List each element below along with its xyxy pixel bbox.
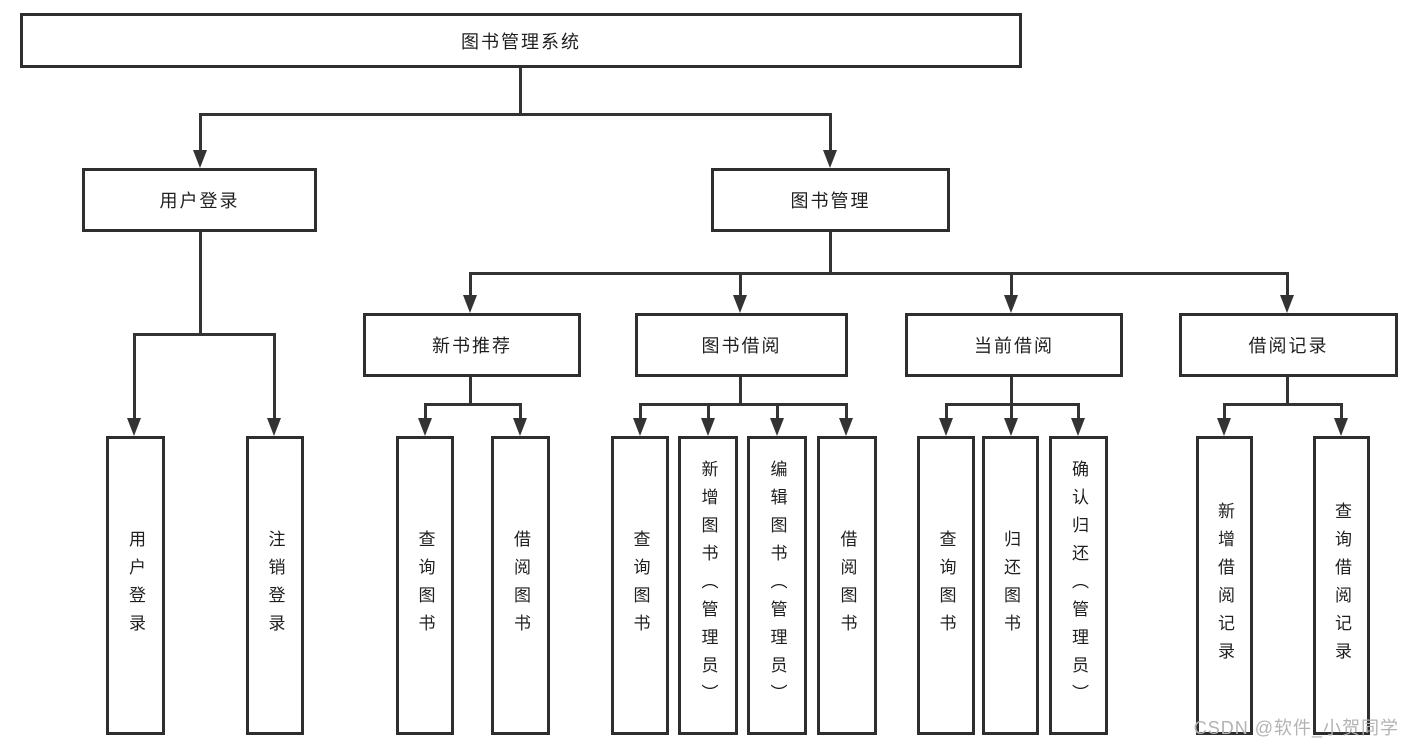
arrow-down-icon: [733, 295, 747, 313]
leaf-label: 查询图书: [936, 529, 956, 642]
arrow-down-icon: [1217, 418, 1231, 436]
leaf-borrow-books-recommend: 借阅图书: [491, 436, 550, 735]
connector-line: [1286, 377, 1289, 405]
arrow-down-icon: [418, 418, 432, 436]
connector-line: [1223, 403, 1342, 406]
leaf-label: 编辑图书（管理员）: [767, 459, 787, 712]
node-borrow-records: 借阅记录: [1179, 313, 1398, 377]
connector-line: [829, 113, 832, 152]
connector-line: [639, 403, 847, 406]
csdn-watermark: CSDN @软件_小贺同学: [1193, 718, 1399, 738]
connector-line: [1010, 272, 1013, 297]
arrow-down-icon: [1004, 418, 1018, 436]
leaf-confirm-return-admin: 确认归还（管理员）: [1049, 436, 1108, 735]
connector-line: [829, 232, 832, 274]
leaf-label: 注销登录: [265, 529, 285, 642]
leaf-label: 用户登录: [126, 529, 145, 642]
connector-line: [133, 333, 136, 420]
leaf-label: 查询借阅记录: [1332, 501, 1351, 670]
leaf-return-books: 归还图书: [982, 436, 1039, 735]
connector-line: [1223, 403, 1226, 420]
arrow-down-icon: [701, 418, 715, 436]
arrow-down-icon: [633, 418, 647, 436]
arrow-down-icon: [193, 150, 207, 168]
leaf-user-login: 用户登录: [106, 436, 165, 735]
leaf-query-borrow-record: 查询借阅记录: [1313, 436, 1370, 735]
arrow-down-icon: [267, 418, 281, 436]
leaf-query-books-current: 查询图书: [917, 436, 975, 735]
leaf-label: 新增借阅记录: [1215, 501, 1234, 670]
node-user-login-label: 用户登录: [159, 191, 240, 211]
arrow-down-icon: [127, 418, 141, 436]
connector-line: [424, 403, 427, 420]
connector-line: [739, 272, 742, 297]
connector-line: [1077, 403, 1080, 420]
node-book-management: 图书管理: [711, 168, 950, 232]
connector-line: [424, 403, 521, 406]
node-new-book-recommend-label: 新书推荐: [432, 336, 512, 356]
connector-line: [639, 403, 642, 420]
connector-line: [776, 403, 779, 420]
arrow-down-icon: [1334, 418, 1348, 436]
leaf-add-borrow-record: 新增借阅记录: [1196, 436, 1253, 735]
connector-line: [273, 333, 276, 420]
connector-line: [519, 68, 522, 116]
node-current-borrow-label: 当前借阅: [974, 336, 1054, 356]
connector-line: [519, 403, 522, 420]
leaf-borrow-books: 借阅图书: [817, 436, 877, 735]
leaf-label: 借阅图书: [837, 529, 857, 642]
leaf-label: 新增图书（管理员）: [698, 459, 718, 712]
connector-line: [845, 403, 848, 420]
node-root: 图书管理系统: [20, 13, 1022, 68]
connector-line: [945, 403, 948, 420]
leaf-edit-books-admin: 编辑图书（管理员）: [747, 436, 807, 735]
leaf-logout: 注销登录: [246, 436, 304, 735]
node-user-login: 用户登录: [82, 168, 317, 232]
node-root-label: 图书管理系统: [461, 31, 581, 52]
connector-line: [1010, 377, 1013, 405]
connector-line: [469, 377, 472, 405]
leaf-label: 借阅图书: [511, 529, 530, 642]
connector-line: [1340, 403, 1343, 420]
arrow-down-icon: [1004, 295, 1018, 313]
arrow-down-icon: [1280, 295, 1294, 313]
node-new-book-recommend: 新书推荐: [363, 313, 581, 377]
node-borrow-records-label: 借阅记录: [1248, 336, 1329, 356]
arrow-down-icon: [939, 418, 953, 436]
arrow-down-icon: [823, 150, 837, 168]
connector-line: [199, 232, 202, 335]
leaf-label: 查询图书: [630, 529, 650, 642]
arrow-down-icon: [463, 295, 477, 313]
leaf-query-books-borrow: 查询图书: [611, 436, 669, 735]
arrow-down-icon: [513, 418, 527, 436]
connector-line: [469, 272, 1288, 275]
leaf-query-books-recommend: 查询图书: [396, 436, 454, 735]
arrow-down-icon: [1071, 418, 1085, 436]
node-book-borrow-label: 图书借阅: [701, 336, 782, 356]
connector-line: [133, 333, 275, 336]
leaf-label: 归还图书: [1001, 529, 1020, 642]
node-book-borrow: 图书借阅: [635, 313, 848, 377]
node-current-borrow: 当前借阅: [905, 313, 1123, 377]
leaf-label: 确认归还（管理员）: [1069, 459, 1088, 712]
connector-line: [739, 377, 742, 405]
connector-line: [1010, 403, 1013, 420]
connector-line: [707, 403, 710, 420]
connector-line: [199, 113, 831, 116]
connector-line: [1286, 272, 1289, 297]
node-book-management-label: 图书管理: [790, 191, 871, 211]
leaf-add-books-admin: 新增图书（管理员）: [678, 436, 738, 735]
connector-line: [199, 113, 202, 152]
leaf-label: 查询图书: [415, 529, 435, 642]
arrow-down-icon: [839, 418, 853, 436]
connector-line: [469, 272, 472, 297]
arrow-down-icon: [770, 418, 784, 436]
